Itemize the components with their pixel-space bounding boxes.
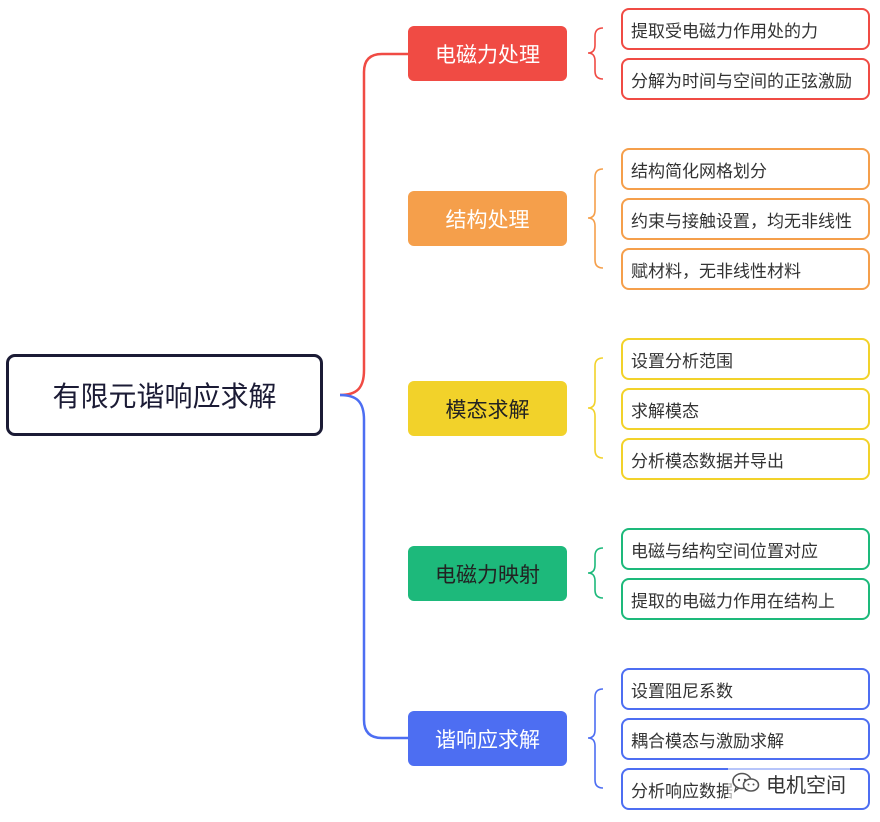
leaf-node[interactable]: 结构简化网格划分 [621,148,870,190]
branch-node-electromagnetic-force[interactable]: 电磁力处理 [408,26,567,81]
leaf-label: 结构简化网格划分 [631,161,767,182]
leaf-node[interactable]: 设置分析范围 [621,338,870,380]
leaf-label: 设置阻尼系数 [631,681,733,702]
leaf-node[interactable]: 赋材料，无非线性材料 [621,248,870,290]
leaf-label: 提取的电磁力作用在结构上 [631,591,835,612]
branch-node-harmonic[interactable]: 谐响应求解 [408,711,567,766]
branch-label: 谐响应求解 [435,727,540,752]
bracket-branch-2 [587,168,604,269]
leaf-label: 约束与接触设置，均无非线性 [631,211,852,232]
leaf-label: 分析响应数据 [631,781,733,802]
branch-node-force-mapping[interactable]: 电磁力映射 [408,546,567,601]
root-node[interactable]: 有限元谐响应求解 [6,354,323,436]
leaf-node[interactable]: 求解模态 [621,388,870,430]
leaf-label: 求解模态 [631,401,699,422]
branch-label: 电磁力处理 [435,42,540,67]
branch-node-modal[interactable]: 模态求解 [408,381,567,436]
watermark-text: 电机空间 [766,772,846,797]
branch-label: 电磁力映射 [435,562,540,587]
connector-root-top [339,52,408,397]
leaf-node[interactable]: 分解为时间与空间的正弦激励 [621,58,870,100]
leaf-node[interactable]: 设置阻尼系数 [621,668,870,710]
leaf-node[interactable]: 分析模态数据并导出 [621,438,870,480]
leaf-node[interactable]: 提取受电磁力作用处的力 [621,8,870,50]
leaf-label: 电磁与结构空间位置对应 [631,541,818,562]
leaf-label: 设置分析范围 [631,351,733,372]
leaf-node[interactable]: 约束与接触设置，均无非线性 [621,198,870,240]
root-label: 有限元谐响应求解 [52,380,277,413]
leaf-label: 提取受电磁力作用处的力 [631,21,818,42]
branch-node-structure[interactable]: 结构处理 [408,191,567,246]
leaf-node[interactable]: 电磁与结构空间位置对应 [621,528,870,570]
bracket-branch-3 [587,357,604,459]
branch-label: 模态求解 [445,397,530,422]
watermark: 电机空间 [728,766,850,800]
branch-label: 结构处理 [445,207,530,232]
wechat-icon [732,772,760,793]
bracket-branch-1 [587,27,604,80]
leaf-label: 分析模态数据并导出 [631,451,784,472]
leaf-node[interactable]: 耦合模态与激励求解 [621,718,870,760]
leaf-node[interactable]: 提取的电磁力作用在结构上 [621,578,870,620]
bracket-branch-4 [587,547,604,599]
connector-root-bottom [339,393,408,740]
leaf-label: 分解为时间与空间的正弦激励 [631,71,852,92]
leaf-label: 耦合模态与激励求解 [631,731,784,752]
leaf-label: 赋材料，无非线性材料 [631,261,801,282]
bracket-branch-5 [587,688,604,789]
